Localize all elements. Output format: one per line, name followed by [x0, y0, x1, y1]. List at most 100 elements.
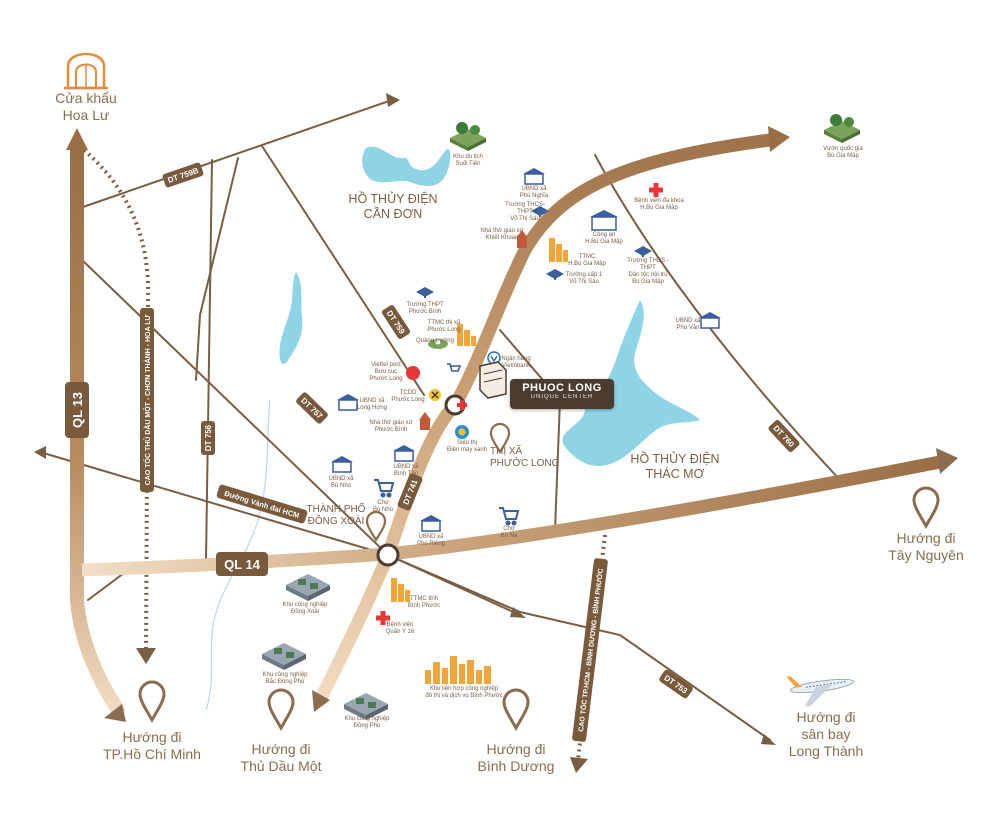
- hospital-icon: [457, 400, 467, 410]
- poi-ttmc-bu-gia-map: TTMC H.Bù Gia Mập: [568, 254, 606, 267]
- poi-tieu-hoc-vo-thi-sau: Trường cấp 1 Võ Thị Sáu: [565, 272, 603, 285]
- viettel-icon: [406, 366, 420, 380]
- poi-ubnd-phu-nghia: UBND xã Phú Nghĩa: [519, 186, 549, 199]
- svg-text:DT 756: DT 756: [204, 424, 213, 451]
- poi-cho-bu-nho: Chợ Bù Nho: [372, 500, 393, 513]
- dt759b-label: DT 759B: [162, 162, 204, 188]
- government-icon: [331, 456, 353, 473]
- arrow-binh-duong: [510, 607, 526, 618]
- school-icon: [634, 246, 652, 257]
- road-ql13: [70, 141, 125, 717]
- label-dong-xoai: THÀNH PHỐ ĐỒNG XOÀI: [306, 504, 366, 527]
- label-can-don: HỒ THỦY ĐIỆN CẦN ĐƠN: [348, 192, 438, 221]
- gate-icon: [64, 52, 108, 90]
- tower-icon: [549, 238, 568, 262]
- arrow-expressway-hoa-lu: [136, 648, 156, 664]
- hospital-icon: [649, 183, 663, 197]
- dest-tay-nguyen: Hướng đi Tây Nguyên: [888, 530, 964, 563]
- river: [279, 272, 303, 365]
- tcdd-icon: [429, 389, 441, 401]
- poi-bv-quan-y: Bệnh viện Quân Y 16: [385, 622, 415, 635]
- government-icon: [590, 210, 618, 231]
- poi-vuon-quoc-gia: Vườn quốc gia Bù Gia Mập: [823, 146, 863, 159]
- poi-suoi-tien: Khu du lịch Suối Tiên: [453, 154, 483, 167]
- road-dt756: [205, 159, 213, 561]
- poi-cong-an: Công an H.Bù Gia Mập: [585, 232, 623, 245]
- arrow-dt741-sw: [312, 690, 330, 712]
- poi-quang-truong: Quảng trường: [416, 338, 454, 344]
- pin-binh-duong-icon: [502, 688, 530, 732]
- poi-kcn-dich-vu: Khu liên hợp công nghiệp đô thị và dịch …: [425, 686, 503, 699]
- road-dt753: [387, 554, 771, 741]
- road-dt759: [261, 145, 425, 396]
- dt760-label: DT 760: [768, 420, 800, 452]
- dest-hoa-lu: Cửa khẩu Hoa Lư: [55, 90, 117, 123]
- school-icon: [531, 206, 549, 217]
- poi-kcn-dong-xoai: Khu công nghiệp Đồng Xoài: [282, 602, 328, 615]
- poi-nha-tho-phuoc-binh: Nhà thờ giáo xứ Phước Bình: [369, 420, 413, 433]
- poi-cho-bu-na: Chợ Bù Na: [500, 526, 518, 539]
- quang-truong-icon: [428, 339, 448, 349]
- brand-sub: UNIQUE CENTER: [530, 394, 594, 400]
- dt741-label: DT 741: [397, 473, 423, 511]
- factory-icon: [344, 693, 388, 720]
- school-icon: [546, 269, 564, 280]
- cart-icon: [374, 479, 395, 498]
- dest-binh-duong: Hướng đi Bình Dương: [477, 741, 555, 774]
- thac-mo-lake: [562, 300, 700, 467]
- svg-text:CAO TỐC THỦ DẦU MỘT - CHƠN THÀ: CAO TỐC THỦ DẦU MỘT - CHƠN THÀNH - HOA L…: [142, 315, 152, 486]
- government-icon: [699, 312, 721, 329]
- poi-nha-tho-khiet-khoan: Nhà thờ giáo xứ Khiết Khoan: [480, 228, 524, 241]
- poi-ttmc-phuoc-long: TTMC thị xã Phước Long: [427, 320, 461, 333]
- poi-vietinbank: Ngân hàng Vietinbank: [501, 356, 531, 369]
- road-dt759b: [79, 99, 393, 209]
- pin-thu-dau-mot-icon: [267, 688, 295, 732]
- church-icon: [516, 230, 528, 248]
- factory-icon: [262, 643, 306, 670]
- road-to-binh-duong: [387, 554, 521, 616]
- project-brand-box[interactable]: PHUOC LONG UNIQUE CENTER: [510, 379, 614, 409]
- cao-toc-2-label: CAO TỐC TP.HCM - BÌNH DƯƠNG - BÌNH PHƯỚC: [572, 558, 608, 742]
- arrow-dt759b: [386, 93, 400, 107]
- government-icon: [523, 168, 545, 185]
- dt757-label: DT 757: [296, 392, 328, 424]
- road-dt757: [79, 257, 389, 556]
- label-thac-mo: HỒ THỦY ĐIỆN THÁC MƠ: [630, 452, 720, 481]
- cart-icon: [499, 507, 520, 526]
- ql13-label: QL 13: [65, 382, 89, 438]
- pin-tay-nguyen-icon: [912, 486, 940, 530]
- pin-hcm-icon: [138, 680, 166, 724]
- vietinbank-icon: [487, 351, 501, 365]
- cart-icon: [447, 363, 462, 372]
- dest-hcm: Hướng đi TP.Hồ Chí Minh: [103, 729, 201, 762]
- tower-icon: [391, 578, 410, 602]
- arrow-expressway-binh-phuoc: [570, 757, 588, 773]
- poi-thcs-dan-toc: Trường THCS - THPT Dân tộc nội trú Bù Gi…: [627, 258, 669, 285]
- factory-icon: [286, 574, 330, 601]
- arrow-ql13-south: [104, 704, 126, 722]
- church-icon: [419, 412, 431, 430]
- government-icon: [420, 515, 442, 532]
- dt756-label: DT 756: [201, 421, 215, 455]
- road-ql14: [81, 455, 942, 577]
- school-icon: [416, 287, 434, 298]
- poi-kcn-bac-dong-phu: Khu công nghiệp Bắc Đồng Phú: [262, 672, 308, 685]
- pin-phuoc-long-icon: [489, 422, 511, 455]
- svg-text:QL 14: QL 14: [224, 557, 261, 572]
- arrow-ql13-north: [66, 128, 88, 150]
- arrow-dt741-ne: [768, 126, 790, 152]
- junction-dong-xoai: [376, 543, 400, 567]
- ql14-label: QL 14: [216, 552, 268, 576]
- poi-ubnd-bu-nho: UBND xã Bù Nho: [328, 476, 354, 489]
- expressway-hoa-lu: [82, 148, 151, 651]
- arrow-dt753: [761, 734, 776, 745]
- poi-ttmc-binh-phuoc: TTMC tỉnh Bình Phước: [407, 596, 441, 609]
- park-suoi-tien-icon: [450, 122, 486, 151]
- project-building-icon: [479, 361, 507, 399]
- cao-toc-1-label: CAO TỐC THỦ DẦU MỘT - CHƠN THÀNH - HOA L…: [140, 308, 154, 492]
- road-vanh-dai: [39, 451, 389, 556]
- tower-icon: [457, 324, 476, 346]
- airplane-icon: [786, 676, 855, 707]
